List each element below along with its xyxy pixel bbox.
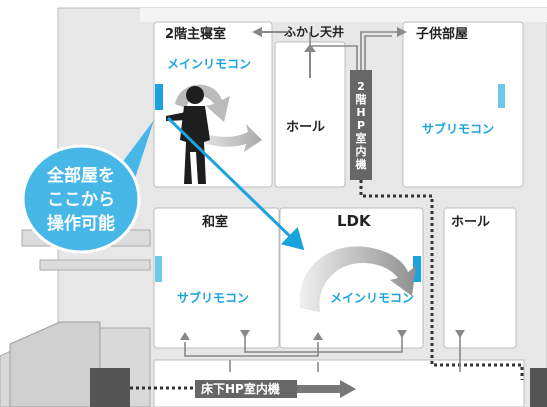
- remote-sub-child: [498, 84, 505, 108]
- label-indoor-unit-2f: 2 階 H P 室 内 機: [355, 80, 367, 171]
- remote-main-2f: [155, 84, 163, 110]
- callout-bubble: [21, 120, 154, 254]
- label-master-bedroom: 2階主寝室: [165, 27, 227, 42]
- label-indoor-unit-floor: 床下HP室内機: [201, 382, 280, 396]
- airflow-arrows-floor: [180, 330, 465, 340]
- label-remote-main-ldk: メインリモコン: [330, 291, 415, 305]
- callout-text: 全部屋を ここから 操作可能: [47, 166, 115, 234]
- label-remote-sub-japanese: サブリモコン: [177, 291, 250, 305]
- floor-airflow-arrow: [297, 380, 356, 398]
- label-japanese-room: 和室: [202, 215, 229, 230]
- duct-2f: [309, 31, 400, 70]
- room-japanese: [153, 207, 280, 349]
- label-child-room: 子供部屋: [416, 27, 469, 42]
- refrigerant-line: [130, 180, 524, 390]
- airflow-arrows-top: [252, 27, 407, 78]
- room-ldk: [279, 207, 424, 349]
- label-remote-main-2f: メインリモコン: [167, 57, 252, 71]
- label-hall-upper: ホール: [286, 120, 326, 135]
- airflow-swirl-ldk: [299, 246, 416, 312]
- indoor-unit-2f: [350, 70, 372, 180]
- label-ldk: LDK: [337, 212, 371, 230]
- duct-floor: [184, 332, 461, 372]
- room-hall-lower: [443, 207, 517, 349]
- remote-main-ldk: [413, 256, 421, 282]
- label-fukashi-ceiling: ふかし天井: [284, 25, 345, 39]
- label-hall-lower: ホール: [451, 215, 491, 230]
- label-remote-sub-child: サブリモコン: [422, 122, 495, 136]
- callout: 全部屋を ここから 操作可能: [22, 146, 140, 252]
- room-child: [402, 21, 524, 188]
- control-arrow: [166, 116, 305, 251]
- indoor-unit-floor: [195, 380, 297, 398]
- remote-sub-japanese: [155, 256, 162, 282]
